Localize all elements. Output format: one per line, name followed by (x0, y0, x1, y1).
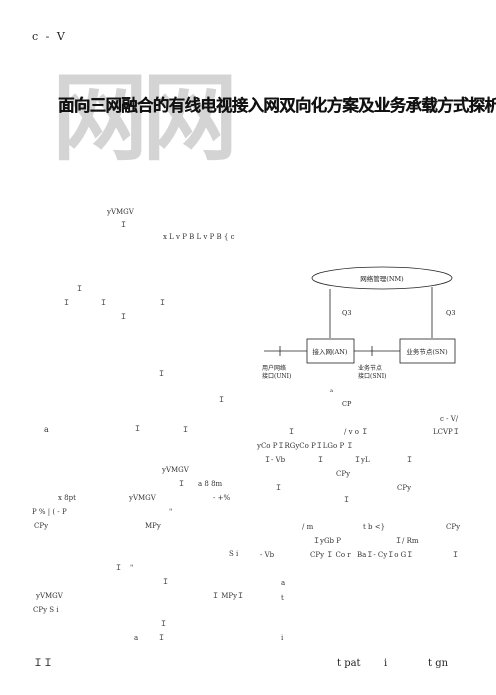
left-text: CPy S i (33, 606, 59, 614)
left-text: yVMGV (36, 592, 63, 600)
right-text: i (281, 634, 284, 642)
right-text: Ｉ (406, 456, 413, 464)
right-text: t b <} (363, 523, 386, 531)
article-title: 面向三网融合的有线电视接入网双向化方案及业务承载方式探析 (58, 96, 496, 115)
right-text: Ｉ (452, 551, 459, 559)
q3-left-label: Q3 (342, 309, 351, 317)
right-text: CPy (397, 484, 412, 492)
right-text: a (281, 579, 286, 587)
footer-right-3: t gn (428, 658, 449, 669)
left-text: MPy (145, 522, 161, 530)
access-network-diagram: 网络管理(NM) Q3 Q3 接入网(AN) 业务节点(SN) 用户网络 接口(… (262, 266, 455, 408)
footer-left: ＩＩ (33, 658, 53, 669)
right-text: t (281, 594, 284, 602)
right-text: ＩyGb P (313, 537, 341, 545)
right-text: BaＩ- CyＩo GＩ (357, 551, 414, 559)
left-text: yVMGV (107, 208, 134, 216)
left-text: x L v P B L v P B { c (163, 233, 235, 241)
left-text: Ｉ (158, 370, 165, 378)
left-text: Ｉ (76, 285, 83, 293)
left-text: S i (229, 550, 239, 558)
right-text: Ｉ (275, 484, 282, 492)
figure-mark: a (330, 388, 333, 394)
left-text: Ｉ (134, 425, 141, 433)
right-text: CPy (446, 523, 461, 531)
sn-label: 业务节点(SN) (406, 347, 448, 356)
left-text: " (130, 564, 134, 572)
right-text: yCo PＩRGyCo PＩLGo P Ｉ (257, 442, 354, 450)
uni-label-1: 用户网络 (262, 364, 286, 372)
left-text: CPy (34, 522, 49, 530)
footer-right-1: t pat (337, 658, 361, 669)
left-text: a 8 8m (198, 480, 223, 488)
left-text: Ｉ (120, 221, 127, 229)
left-text: x 8pt (58, 494, 76, 502)
right-text: / v o Ｉ (344, 428, 369, 436)
left-text: Ｉ (178, 480, 185, 488)
right-text: Ｉ (317, 456, 324, 464)
left-text: Ｉ (160, 620, 167, 628)
left-text: a (134, 634, 139, 642)
right-text: Ｉ/ Rm (395, 537, 419, 545)
left-text: Ｉ (158, 634, 165, 642)
right-text: Ｉ- Vb (264, 456, 286, 464)
left-text: Ｉ (100, 299, 107, 307)
right-text: Ｉ (343, 496, 350, 504)
nm-label: 网络管理(NM) (360, 274, 404, 283)
left-text: Ｉ (120, 313, 127, 321)
right-text: Ｉ (288, 428, 295, 436)
left-text: P % | ( - P (32, 508, 67, 516)
uni-label-2: 接口(UNI) (262, 372, 291, 380)
left-text: " (169, 508, 173, 516)
an-label: 接入网(AN) (313, 347, 348, 356)
watermark-logo: 网网 (52, 62, 238, 174)
nm-ellipse (311, 266, 453, 290)
sni-label-2: 接口(SNI) (358, 372, 386, 380)
footer-right-2: i (384, 658, 388, 669)
q3-right-label: Q3 (446, 309, 455, 317)
right-text: CPy Ｉ Co r (310, 551, 351, 559)
right-text: - Vb (260, 551, 275, 559)
left-text: Ｉ (162, 578, 169, 586)
right-text: LCVPＩ (433, 428, 460, 436)
right-text: ＩyL (354, 456, 370, 464)
left-text: a (44, 425, 49, 434)
right-text: c - V/ (440, 415, 459, 423)
left-text: yVMGV (129, 494, 156, 502)
left-text: yVMGV (162, 466, 189, 474)
right-text: CPy (336, 470, 351, 478)
figure-caption: CP (342, 400, 352, 408)
left-text: Ｉ (115, 564, 122, 572)
left-text: - +% (213, 494, 231, 502)
left-text: Ｉ (218, 396, 225, 404)
left-text: Ｉ MPyＩ (212, 592, 245, 600)
sni-label-1: 业务节点 (358, 364, 382, 372)
right-text: / m (302, 523, 314, 531)
left-text: Ｉ (182, 426, 189, 434)
left-text: Ｉ (159, 299, 166, 307)
left-text: Ｉ (63, 299, 70, 307)
page-label: c - V (32, 30, 67, 43)
